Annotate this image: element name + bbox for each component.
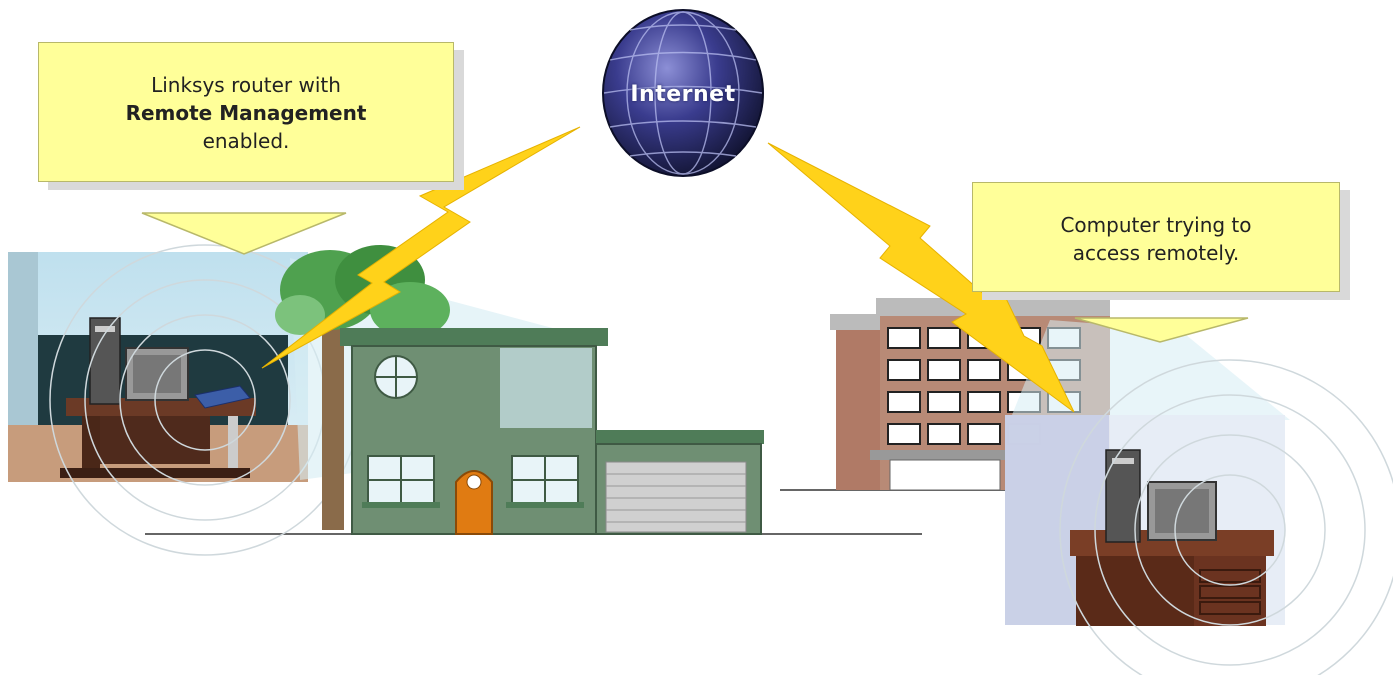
remote-room bbox=[1005, 415, 1285, 626]
internet-label: Internet bbox=[630, 82, 736, 107]
computer-callout: Computer trying to access remotely. bbox=[972, 182, 1340, 292]
lightning-left-icon bbox=[261, 126, 581, 369]
router-callout-line1: Linksys router with bbox=[151, 73, 341, 97]
lightning-right-icon bbox=[767, 142, 1075, 413]
callout-right-arrow bbox=[1074, 317, 1249, 343]
router-callout: Linksys router with Remote Management en… bbox=[38, 42, 454, 182]
computer-callout-line2: access remotely. bbox=[1072, 241, 1240, 265]
internet-globe-icon bbox=[602, 9, 764, 177]
callout-left-arrow bbox=[141, 212, 347, 255]
router-callout-line2: Remote Management bbox=[125, 101, 367, 125]
wifi-rings-right bbox=[1059, 359, 1393, 675]
house bbox=[340, 328, 764, 535]
computer-callout-line1: Computer trying to bbox=[1060, 213, 1252, 237]
router-callout-line3: enabled. bbox=[202, 129, 290, 153]
router-room bbox=[8, 252, 308, 482]
